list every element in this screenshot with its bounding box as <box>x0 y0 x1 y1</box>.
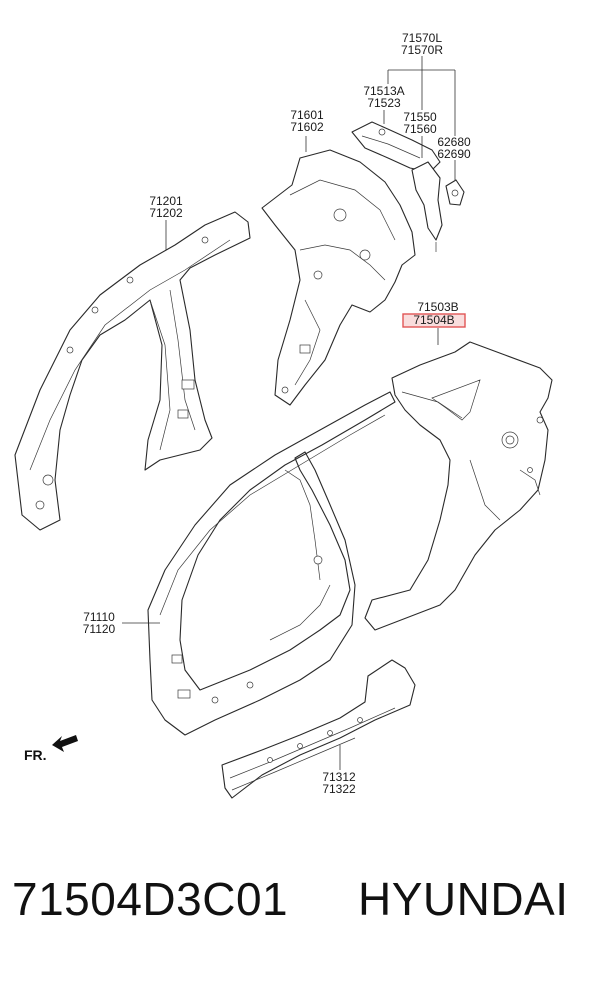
label-71513: 71513A 71523 <box>363 84 404 110</box>
front-label: FR. <box>24 747 47 763</box>
label-71570-line1: 71570L <box>402 31 442 45</box>
label-71550-line2: 71560 <box>403 122 437 136</box>
front-arrow-icon <box>52 735 78 752</box>
label-71550-line1: 71550 <box>403 110 437 124</box>
brand-name: HYUNDAI <box>358 873 569 925</box>
leader-lines <box>122 56 456 770</box>
label-71601-line2: 71602 <box>290 120 324 134</box>
label-71503-line1: 71503B <box>417 300 458 314</box>
label-71110-line2: 71120 <box>83 622 116 636</box>
highlight-box <box>402 313 466 328</box>
label-62680: 62680 62690 <box>437 135 471 161</box>
part-rear-quarter-inner <box>261 149 416 406</box>
label-71504-highlighted: 71504B <box>413 313 454 327</box>
label-71110-line1: 71110 <box>83 610 115 624</box>
part-front-pillar-inner <box>14 211 251 531</box>
part-upper-brackets <box>351 121 465 252</box>
label-71201-line2: 71202 <box>149 206 183 220</box>
part-side-outer-panel <box>147 391 396 736</box>
part-side-sill <box>221 659 416 799</box>
label-71503: 71503B 71504B <box>402 300 466 328</box>
caption-bar: 71504D3C01 HYUNDAI <box>0 872 600 952</box>
label-62680-line1: 62680 <box>437 135 471 149</box>
label-71110: 71110 71120 <box>83 610 116 636</box>
label-62680-line2: 62690 <box>437 147 471 161</box>
label-71201-line1: 71201 <box>149 194 183 208</box>
label-71312-line1: 71312 <box>322 770 356 784</box>
label-71601-line1: 71601 <box>290 108 324 122</box>
label-71513-line2: 71523 <box>367 96 401 110</box>
label-71513-line1: 71513A <box>363 84 404 98</box>
front-direction-marker: FR. <box>24 735 78 763</box>
label-71570: 71570L 71570R <box>401 31 443 57</box>
label-71550: 71550 71560 <box>403 110 437 136</box>
label-71312: 71312 71322 <box>322 770 356 796</box>
label-71312-line2: 71322 <box>322 782 356 796</box>
part-number: 71504D3C01 <box>12 873 289 925</box>
label-71570-line2: 71570R <box>401 43 443 57</box>
part-rear-quarter-outer <box>364 341 553 631</box>
label-71201: 71201 71202 <box>149 194 183 220</box>
label-71601: 71601 71602 <box>290 108 324 134</box>
